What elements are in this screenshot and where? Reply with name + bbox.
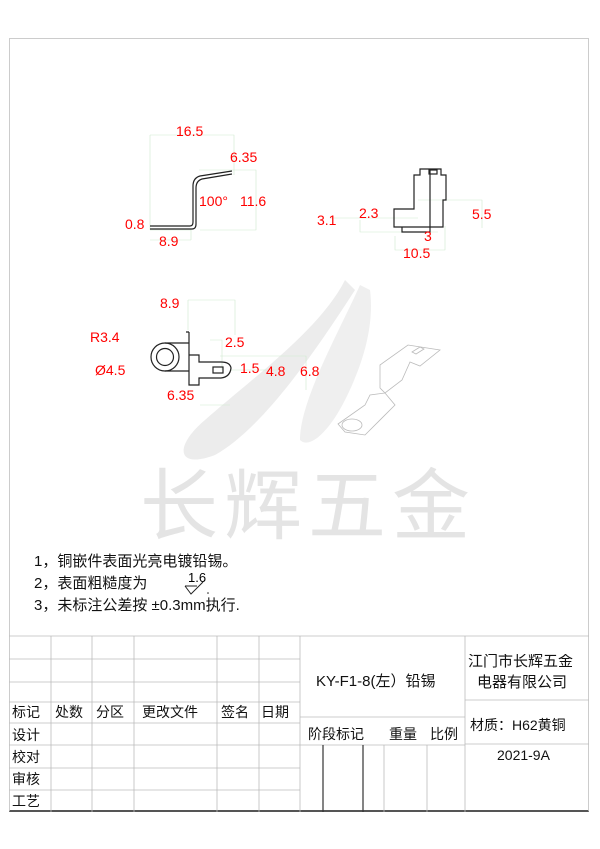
dim-2-5: 2.5 (225, 334, 245, 350)
header-change-doc: 更改文件 (142, 704, 198, 720)
stage-mark-header: 阶段标记 (308, 726, 364, 742)
dim-6-35-top: 6.35 (167, 387, 195, 403)
dim-1-5: 1.5 (240, 360, 260, 376)
header-mark: 标记 (12, 704, 40, 720)
weight-header: 重量 (389, 726, 417, 742)
dim-6-35: 6.35 (230, 149, 258, 165)
company-name-line1: 江门市长辉五金 (468, 654, 574, 670)
role-process: 工艺 (12, 793, 40, 809)
dim-10-5: 10.5 (403, 245, 431, 261)
roughness-value: 1.6 (188, 570, 207, 585)
dim-r3-4: R3.4 (90, 329, 120, 345)
dim-angle-100: 100° (199, 193, 228, 209)
note-3: 3，未标注公差按 ±0.3mm执行. (34, 597, 240, 614)
part-name: KY-F1-8(左）铅锡 (316, 673, 436, 690)
drawing-frame (9, 38, 589, 812)
header-count: 处数 (55, 704, 83, 720)
dim-3-1: 3.1 (317, 212, 337, 228)
dim-6-8: 6.8 (300, 363, 320, 379)
dim-16-5: 16.5 (176, 123, 204, 139)
header-zone: 分区 (96, 704, 124, 720)
dim-3: 3 (424, 228, 432, 244)
dim-2-3: 2.3 (359, 205, 379, 221)
material: 材质：H62黄铜 (470, 717, 566, 733)
dim-5-5: 5.5 (472, 206, 492, 222)
dim-0-8: 0.8 (125, 216, 145, 232)
note-1: 1，铜嵌件表面光亮电镀铅锡。 (34, 553, 238, 570)
dim-dia-4-5: Ø4.5 (95, 362, 126, 378)
scale-header: 比例 (430, 726, 458, 742)
dim-4-8: 4.8 (266, 363, 286, 379)
role-check: 校对 (12, 749, 40, 765)
dim-8-9-side: 8.9 (159, 233, 179, 249)
role-review: 审核 (12, 771, 40, 787)
dim-8-9-top: 8.9 (160, 295, 180, 311)
drawing-number: 2021-9A (497, 747, 550, 763)
watermark-text: 长辉五金 (140, 462, 477, 552)
header-signature: 签名 (221, 704, 249, 720)
role-design: 设计 (12, 727, 40, 743)
company-name-line2: 电器有限公司 (477, 674, 568, 691)
dim-11-6: 11.6 (240, 193, 267, 209)
header-date: 日期 (261, 704, 289, 720)
note-2: 2，表面粗糙度为 (34, 575, 148, 592)
